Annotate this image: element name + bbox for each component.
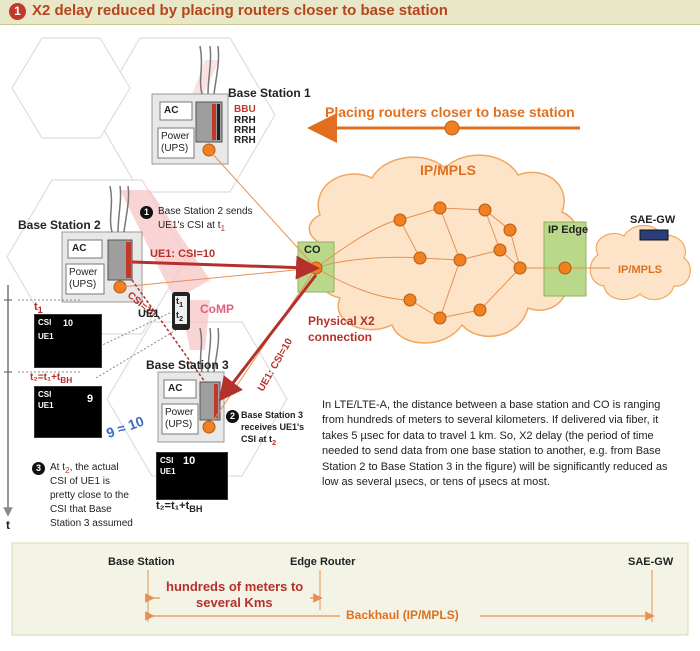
routers <box>309 201 572 325</box>
link-bs2-co <box>119 267 317 288</box>
step3-line4: CSI that Base <box>50 504 112 515</box>
ipmpls-right-cloud <box>589 224 691 301</box>
description-paragraph: In LTE/LTE-A, the distance between a bas… <box>322 399 668 489</box>
physical-x2-line2: connection <box>308 330 373 344</box>
bs1-ac: AC <box>164 105 179 116</box>
distance-label-bg <box>160 578 310 612</box>
phone-t1: t1 <box>176 296 184 309</box>
csi-box-2: CSI UE1 9 <box>34 386 102 438</box>
title-number-badge: 1 <box>9 3 26 20</box>
csi-dashed-link <box>131 279 206 383</box>
step1-line2: UE1's CSI at t1 <box>158 220 226 233</box>
ip-edge-box <box>543 221 587 297</box>
bs3-ac: AC <box>168 383 183 394</box>
bs2-name: Base Station 2 <box>18 218 101 232</box>
cloud-links <box>315 207 610 319</box>
csi-box-1: CSI UE1 10 <box>34 314 102 368</box>
step1-badge: 1 <box>140 206 153 219</box>
bs3-power: Power <box>165 407 194 418</box>
base-station-1 <box>151 45 229 165</box>
ue1-label: UE1 <box>138 308 160 320</box>
bs3-ups: (UPS) <box>165 419 193 430</box>
bs1-ups: (UPS) <box>161 143 189 154</box>
step2-line2: receives UE1's <box>241 422 305 432</box>
csi-box-3: CSI UE1 10 <box>156 452 228 500</box>
arrow-bs2-to-co <box>131 255 320 280</box>
phone-t2: t2 <box>176 310 184 323</box>
bottom-edge-router: Edge Router <box>290 556 356 568</box>
step2-line3: CSI at t2 <box>241 434 277 447</box>
base-station-3 <box>157 327 225 443</box>
timeline-axis-label: t <box>6 518 10 532</box>
bs1-rrh-3: RRH <box>234 135 256 146</box>
placing-routers-label: Placing routers closer to base station <box>325 104 575 120</box>
beam-bs1 <box>190 60 220 100</box>
bs1-rrh-1: RRH <box>234 115 256 126</box>
arrow-co-to-bs3 <box>218 274 318 402</box>
step3-line3: pretty close to the <box>50 490 129 501</box>
backhaul-label: Backhaul (IP/MPLS) <box>346 608 459 622</box>
ue1-csi-bs2-label: UE1: CSI=10 <box>150 248 216 260</box>
ip-edge-label: IP Edge <box>548 224 589 236</box>
t1-label: t1 <box>34 301 43 316</box>
ipmpls-right-label: IP/MPLS <box>618 264 663 276</box>
bottom-sae-gw: SAE-GW <box>628 556 674 568</box>
placing-routers-router-icon <box>444 120 460 136</box>
step1-line1: Base Station 2 sends <box>158 206 253 217</box>
sae-gw-device <box>639 229 669 241</box>
bs1-rrh-2: RRH <box>234 125 256 136</box>
step3-line2: CSI of UE1 is <box>50 476 111 487</box>
sae-gw-label: SAE-GW <box>630 214 676 226</box>
bs1-name: Base Station 1 <box>228 86 311 100</box>
distance-line2: several Kms <box>196 595 273 610</box>
step2-line1: Base Station 3 <box>241 410 304 420</box>
step3-line5: Station 3 assumed <box>50 518 133 529</box>
ipmpls-cloud-label: IP/MPLS <box>420 162 477 178</box>
bs2-power: Power <box>69 267 98 278</box>
title-text: X2 delay reduced by placing routers clos… <box>32 2 448 19</box>
base-station-2 <box>61 185 143 303</box>
physical-x2-line1: Physical X2 <box>308 314 375 328</box>
step3-badge: 3 <box>32 462 45 475</box>
title-bar: 1 X2 delay reduced by placing routers cl… <box>0 0 700 25</box>
co-label: CO <box>304 244 321 256</box>
hex-cell-top-left <box>11 37 131 139</box>
step3-line1: At t2, the actual <box>50 462 119 475</box>
distance-line1: hundreds of meters to <box>166 579 304 594</box>
comp-label: CoMP <box>200 302 234 316</box>
bottom-base-station: Base Station <box>108 556 175 568</box>
step2-badge: 2 <box>226 410 239 423</box>
backhaul-label-bg <box>340 609 480 623</box>
bs2-ac: AC <box>72 243 87 254</box>
bs2-ups: (UPS) <box>69 279 97 290</box>
bs1-bbu: BBU <box>234 104 256 115</box>
box3-caption: t₂=t₁+tBH <box>156 500 203 515</box>
t2-label: t₂=t₁+tBH <box>30 372 73 385</box>
bs1-power: Power <box>161 131 190 142</box>
link-bs1-co <box>208 149 317 269</box>
bs3-name: Base Station 3 <box>146 358 229 372</box>
